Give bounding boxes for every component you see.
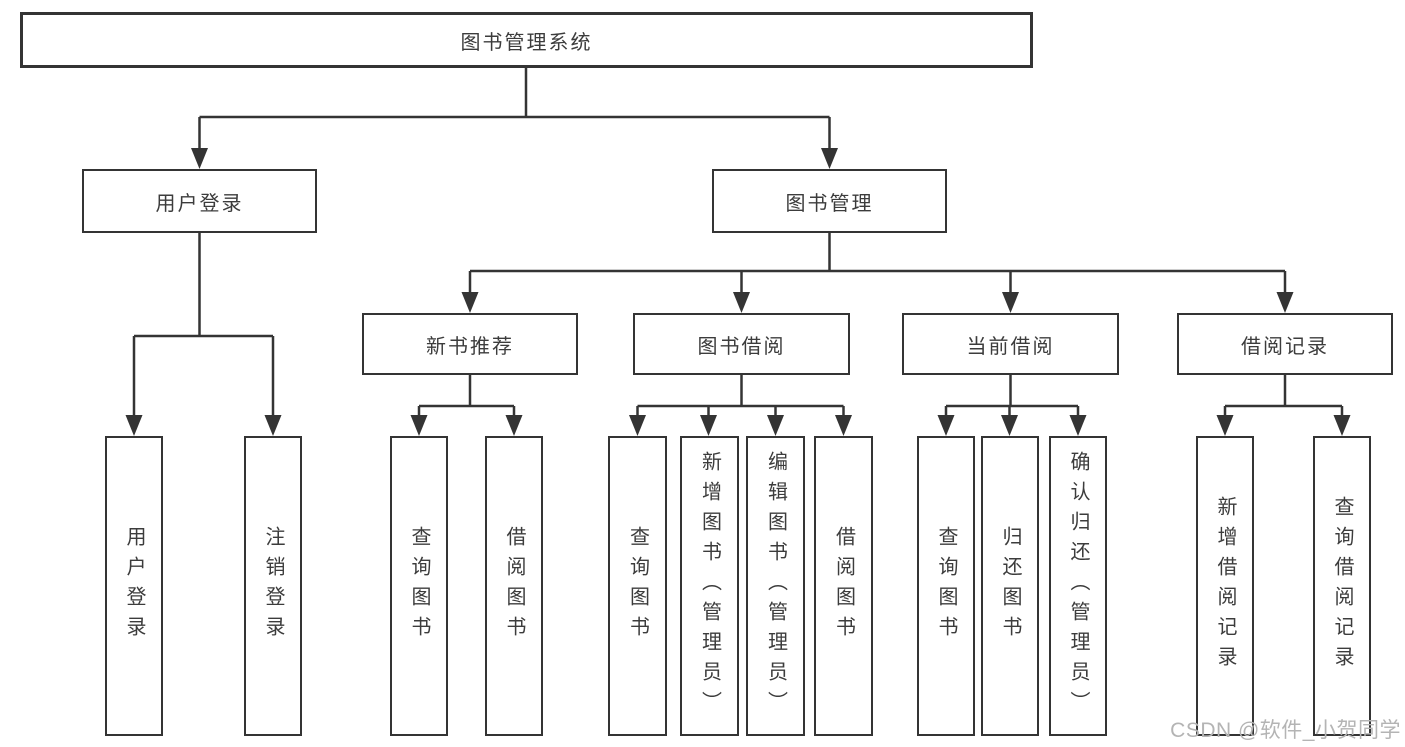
- node-label: 归还图书: [999, 526, 1021, 646]
- node-label: 用户登录: [155, 192, 244, 215]
- node-search-borrow-record: 查询借阅记录: [1313, 436, 1371, 736]
- node-library-management-system: 图书管理系统: [20, 12, 1033, 68]
- node-borrow-books: 借阅图书: [485, 436, 543, 736]
- node-label: 新书推荐: [426, 335, 514, 358]
- node-edit-book-admin: 编辑图书（管理员）: [746, 436, 805, 736]
- node-search-books: 查询图书: [608, 436, 667, 736]
- node-label: 图书管理: [785, 192, 874, 215]
- node-add-book-admin: 新增图书（管理员）: [680, 436, 739, 736]
- node-user-login: 用户登录: [82, 169, 317, 233]
- node-return-books: 归还图书: [981, 436, 1039, 736]
- node-add-borrow-record: 新增借阅记录: [1196, 436, 1254, 736]
- node-search-books: 查询图书: [390, 436, 448, 736]
- node-label: 查询图书: [626, 526, 649, 646]
- node-label: 注销登录: [262, 526, 284, 646]
- node-label: 新增借阅记录: [1214, 496, 1236, 676]
- node-label: 借阅图书: [503, 526, 525, 646]
- node-search-books: 查询图书: [917, 436, 975, 736]
- node-current-borrowing: 当前借阅: [902, 313, 1119, 375]
- node-user-login-leaf: 用户登录: [105, 436, 163, 736]
- node-book-borrowing: 图书借阅: [633, 313, 850, 375]
- node-label: 查询图书: [935, 526, 957, 646]
- node-label: 查询图书: [408, 526, 430, 646]
- node-label: 查询借阅记录: [1331, 496, 1353, 676]
- node-label: 用户登录: [123, 526, 145, 646]
- node-label: 新增图书（管理员）: [698, 451, 721, 721]
- arrowhead-icons: [125, 148, 1351, 436]
- node-borrowing-records: 借阅记录: [1177, 313, 1393, 375]
- node-label: 借阅记录: [1241, 335, 1329, 358]
- node-label: 编辑图书（管理员）: [764, 451, 787, 721]
- node-borrow-books: 借阅图书: [814, 436, 873, 736]
- node-label: 借阅图书: [832, 526, 855, 646]
- node-label: 确认归还（管理员）: [1067, 451, 1089, 721]
- node-label: 图书管理系统: [460, 31, 593, 54]
- node-new-book-recommendation: 新书推荐: [362, 313, 578, 375]
- node-label: 图书借阅: [697, 335, 786, 358]
- watermark-text: CSDN @软件_小贺同学: [1170, 719, 1401, 742]
- node-book-management: 图书管理: [712, 169, 947, 233]
- node-label: 当前借阅: [966, 335, 1055, 358]
- node-confirm-return-admin: 确认归还（管理员）: [1049, 436, 1107, 736]
- node-logout: 注销登录: [244, 436, 302, 736]
